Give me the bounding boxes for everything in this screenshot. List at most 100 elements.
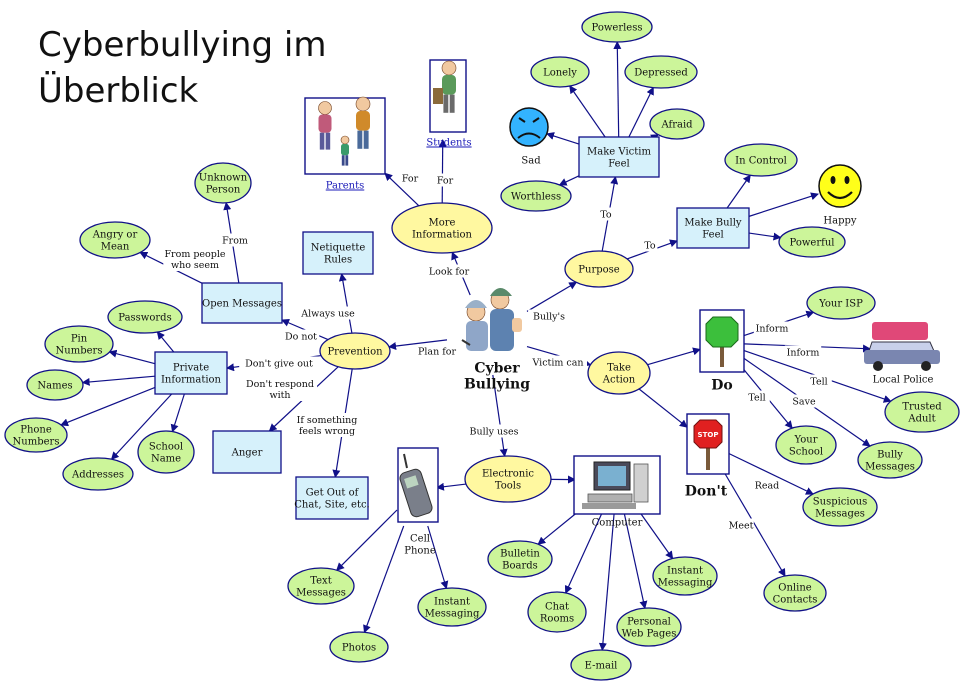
edge-label-bg: [242, 377, 318, 401]
connector-center-prevention: [388, 339, 448, 350]
connector-private_information-passwords: [156, 331, 175, 353]
node-depressed[interactable]: Depressed: [624, 55, 698, 89]
node-addresses[interactable]: Addresses: [62, 457, 134, 491]
edge-label-bg: [642, 238, 658, 252]
node-afraid[interactable]: Afraid: [649, 108, 705, 140]
connector-make_victim_feel-sad: [546, 132, 580, 145]
connector-take_action-dont: [638, 388, 688, 428]
node-lonely[interactable]: Lonely: [530, 56, 590, 88]
node-worthless[interactable]: Worthless: [500, 180, 572, 212]
node-your-isp[interactable]: Your ISP: [806, 286, 876, 320]
node-passwords[interactable]: Passwords: [107, 300, 183, 334]
edge-label-bg: [728, 518, 754, 532]
edge-label-dont-give-out: Don't give out: [245, 359, 313, 370]
edge-label-bg: [465, 424, 523, 438]
edge-label-plan-for: Plan for: [418, 347, 456, 358]
connector-more_information-parents: [384, 172, 420, 207]
node-photos[interactable]: Photos: [329, 631, 389, 663]
node-prevention[interactable]: Prevention: [319, 332, 391, 370]
connector-computer-email: [598, 513, 615, 652]
connector-cell-text_messages: [336, 509, 398, 571]
parents-link[interactable]: Parents: [326, 181, 365, 192]
edge-label-bg: [282, 329, 320, 343]
node-names[interactable]: Names: [26, 369, 84, 401]
node-anger[interactable]: Anger: [212, 430, 282, 474]
connector-more_information-students: [438, 139, 447, 204]
dont-label: Don't: [685, 484, 728, 500]
connector-private_information-pin_numbers: [108, 349, 156, 365]
node-purpose[interactable]: Purpose: [564, 250, 634, 288]
edge-label-meet: Meet: [729, 521, 754, 532]
edge-label-to-victim: To: [600, 210, 612, 221]
edge-label-bg: [754, 478, 780, 492]
node-open-messages[interactable]: Open Messages: [201, 282, 283, 324]
node-powerful[interactable]: Powerful: [778, 226, 846, 258]
edge-label-bg: [784, 345, 822, 359]
edge-label-bg: [529, 355, 587, 369]
edge-label-bg: [292, 413, 362, 437]
connector-center-electronic_tools: [492, 374, 508, 458]
edge-label-bg: [239, 356, 319, 370]
connector-computer-instant_messaging_computer: [640, 513, 674, 560]
cell-phone-icon: [399, 453, 433, 518]
node-label: Passwords: [118, 313, 171, 324]
connector-take_action-do: [647, 347, 701, 366]
connector-computer-personal_web_pages: [623, 513, 648, 610]
edge-label-bg: [753, 321, 791, 335]
node-label: Lonely: [543, 68, 577, 79]
edge-label-tell-adult: Tell: [810, 377, 827, 388]
node-label: Open Messages: [202, 299, 282, 310]
node-label: Your ISP: [818, 299, 863, 310]
connector-cell-photos: [363, 525, 405, 634]
node-label: Powerful: [790, 238, 835, 249]
connector-make_victim_feel-depressed: [628, 86, 654, 138]
node-label: Photos: [342, 643, 376, 654]
edge-label-look-for: Look for: [429, 267, 470, 278]
edge-label-read: Read: [755, 481, 780, 492]
edge-label-bg: [299, 306, 357, 320]
connector-make_bully_feel-powerful: [748, 232, 782, 241]
connector-computer-bulletin_boards: [537, 513, 576, 545]
stop-text: STOP: [698, 431, 719, 439]
node-label: Depressed: [634, 68, 688, 79]
node-email[interactable]: E-mail: [570, 649, 632, 681]
node-powerless[interactable]: Powerless: [581, 11, 653, 43]
node-in-control[interactable]: In Control: [724, 143, 798, 177]
edge-label-save: Save: [792, 397, 816, 408]
node-label: Purpose: [578, 265, 620, 276]
students-link[interactable]: Students: [426, 138, 471, 149]
edge-label-bg: [163, 247, 227, 271]
